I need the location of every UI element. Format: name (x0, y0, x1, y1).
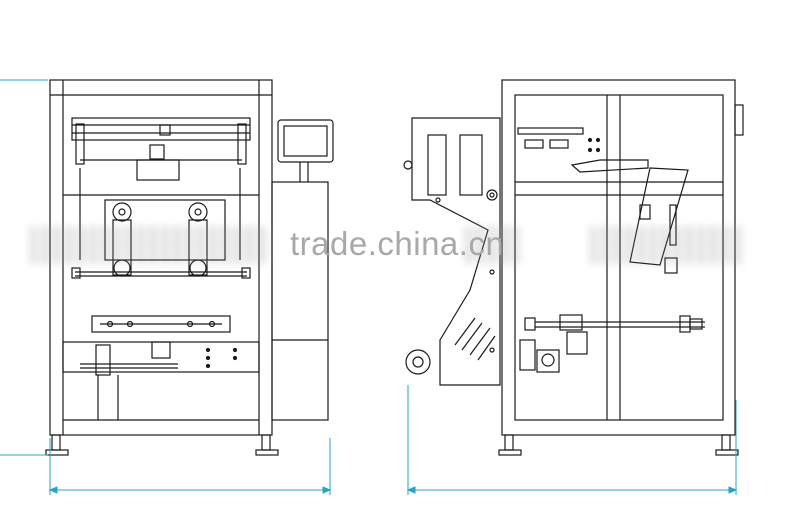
side-motor (536, 349, 560, 373)
front-pull-wheel-left (112, 202, 132, 222)
side-foot-right (721, 434, 731, 451)
front-view (45, 79, 334, 456)
front-foot-left (51, 434, 61, 451)
front-roller-plate (104, 199, 226, 261)
watermark-text: trade.china.cn (290, 225, 505, 262)
side-film-reel (405, 349, 431, 375)
watermark: trade.china.cn (0, 220, 794, 270)
side-forming-chute (570, 159, 649, 173)
side-view (403, 79, 744, 456)
front-pull-wheel-right (188, 202, 208, 222)
front-sealing-bar (91, 315, 231, 333)
side-foot-left (504, 434, 514, 451)
dimension-lines (0, 79, 738, 495)
side-cabinet (501, 79, 736, 436)
front-control-screen (277, 119, 334, 163)
front-foot-right (261, 434, 271, 451)
front-top-roller-bar (71, 117, 251, 141)
front-side-cabinet (271, 181, 329, 421)
side-film-frame (411, 117, 501, 386)
